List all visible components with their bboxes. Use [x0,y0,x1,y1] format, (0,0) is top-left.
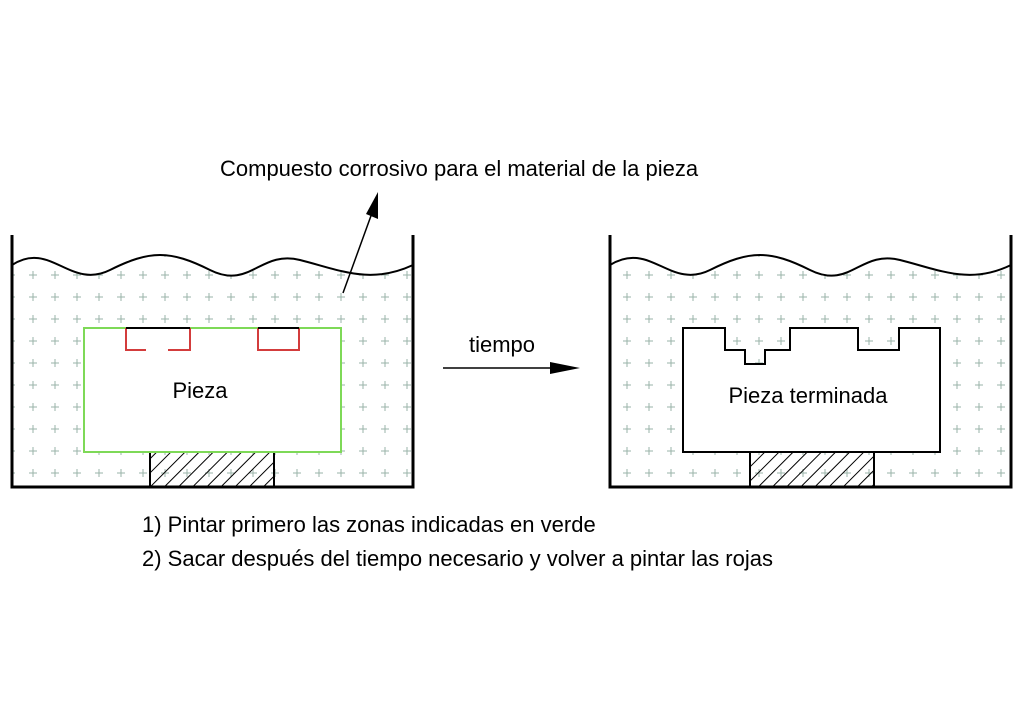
instruction-1: 1) Pintar primero las zonas indicadas en… [142,512,596,537]
piece-label: Pieza [172,378,228,403]
liquid-surface-before [11,254,414,277]
tank-after: Pieza terminada [608,235,1013,489]
support-block-before [149,451,275,488]
time-arrow [443,362,580,374]
liquid-surface-after [609,254,1012,277]
finished-piece-label: Pieza terminada [729,383,889,408]
red-zone-right [257,328,300,351]
corrosive-pointer [342,192,378,294]
support-block-after [749,451,875,488]
finished-piece [682,327,941,453]
corrosive-label: Compuesto corrosivo para el material de … [220,156,699,181]
instruction-2: 2) Sacar después del tiempo necesario y … [142,546,773,571]
tank-before: Pieza [10,235,415,489]
time-label: tiempo [469,332,535,357]
red-zone-left [125,328,191,351]
